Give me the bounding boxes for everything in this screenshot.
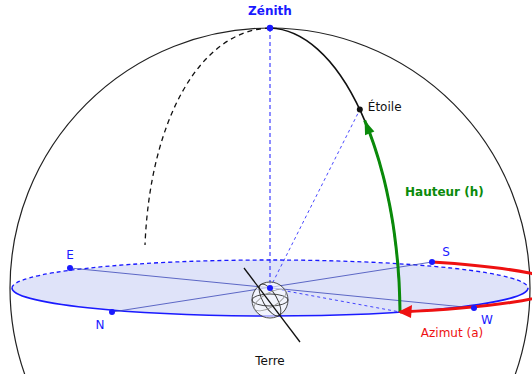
azimuth-arc xyxy=(400,262,532,312)
star-meridian xyxy=(270,28,400,312)
zenith-axis xyxy=(270,28,271,288)
earth-symbol xyxy=(244,268,300,342)
altitude-arrowhead xyxy=(365,120,375,135)
star-dot xyxy=(357,107,363,113)
cardinal-label: S xyxy=(442,245,450,259)
altitude-arc xyxy=(365,120,400,312)
cardinal-label: E xyxy=(66,248,74,262)
back-meridian xyxy=(145,28,270,245)
azimuth-label: Azimut (a) xyxy=(419,326,485,340)
zenith-label: Zénith xyxy=(248,4,292,18)
points xyxy=(67,25,477,315)
cardinal-label: W xyxy=(481,313,493,327)
earth-label: Terre xyxy=(255,354,284,368)
star-label: Étoile xyxy=(368,100,402,114)
cardinal-label: N xyxy=(96,318,105,332)
foot-line xyxy=(270,288,400,312)
altitude-label: Hauteur (h) xyxy=(403,185,486,199)
sphere-outline xyxy=(10,28,530,374)
azimuth-arrowhead xyxy=(398,305,412,318)
star-line xyxy=(270,110,360,288)
